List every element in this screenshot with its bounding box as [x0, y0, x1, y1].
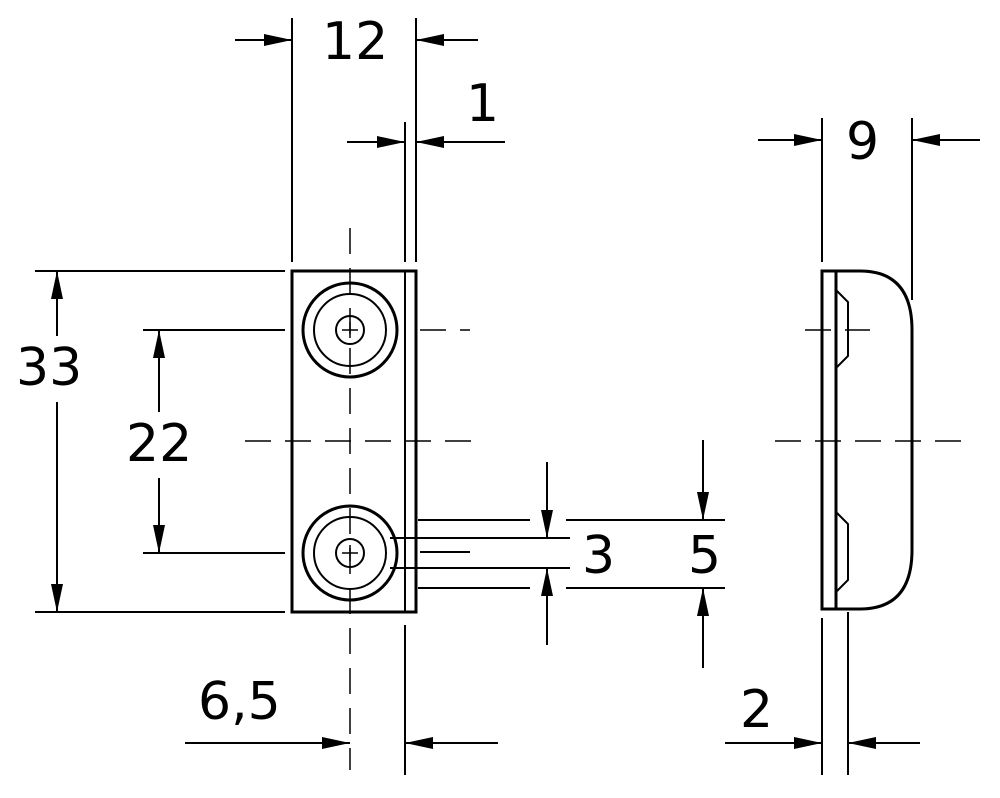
dim-label-spacing: 22 [126, 414, 193, 474]
side-recess-bottom [835, 511, 849, 593]
dim-6-5 [185, 625, 498, 775]
dim-label-hole-large: 5 [688, 526, 722, 586]
side-plate [820, 269, 838, 611]
dim-label-hole-small: 3 [582, 526, 616, 586]
side-view [775, 269, 968, 611]
dim-2 [725, 612, 920, 775]
dim-22 [143, 329, 285, 554]
dim-label-offset: 6,5 [198, 672, 281, 732]
dim-12 [235, 18, 478, 262]
dim-1 [347, 122, 505, 262]
front-view [245, 228, 485, 770]
dim-9 [758, 118, 980, 300]
dim-label-side-plate: 2 [740, 680, 774, 740]
dim-33 [35, 270, 285, 613]
dim-label-width: 12 [322, 12, 389, 72]
side-recess-top [835, 289, 849, 369]
dim-label-height: 33 [16, 338, 83, 398]
dim-label-flange: 1 [466, 74, 500, 134]
dim-label-depth: 9 [846, 112, 880, 172]
side-body [836, 269, 914, 611]
dim-3-5 [390, 440, 725, 668]
